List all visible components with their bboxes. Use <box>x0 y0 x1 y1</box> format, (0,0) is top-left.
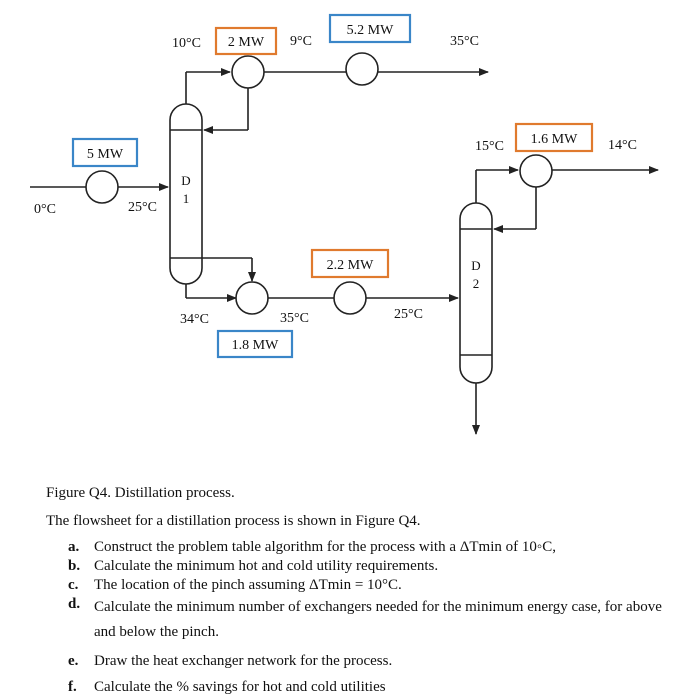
heat-exchanger-d1-condenser <box>231 55 265 89</box>
d2-overhead-stream <box>475 166 659 233</box>
intro-text: The flowsheet for a distillation process… <box>46 513 421 529</box>
duty-box-hot <box>310 248 390 279</box>
column-d1: D 1 <box>169 103 203 285</box>
question-item: d. Calculate the minimum number of excha… <box>46 595 686 645</box>
column-d1-letter: D <box>181 173 190 188</box>
heat-exchanger-d2-feed <box>333 281 367 315</box>
heat-exchanger-top-heater <box>345 52 379 86</box>
duty-box-d1-condenser: 2 MW <box>214 26 278 56</box>
duty-d2-feed: 2.2 MW <box>327 258 374 273</box>
question-text-f: Calculate the % savings for hot and cold… <box>94 679 386 695</box>
duty-d2-condenser: 1.6 MW <box>531 132 578 147</box>
duty-box-d1-reboiler: 1.8 MW <box>216 329 294 359</box>
distillation-flowsheet: D 1 D 2 <box>30 13 659 435</box>
duty-box-d2-feed: 2.2 MW <box>310 248 390 279</box>
heat-exchanger-d2-condenser <box>519 154 553 188</box>
temp-d2-top-out: 15°C <box>475 139 504 154</box>
question-label: a. <box>68 539 80 555</box>
question-label: c. <box>68 577 79 593</box>
temp-feed-in: 0°C <box>34 202 56 217</box>
duty-box-cold <box>71 137 139 168</box>
d1-bottoms-stream <box>185 257 459 302</box>
duty-box-top-heater: 5.2 MW <box>328 13 412 44</box>
question-text-a: Construct the problem table algorithm fo… <box>94 539 556 555</box>
question-text: Figure Q4. Distillation process. The flo… <box>46 483 686 697</box>
temp-after-2mw: 9°C <box>290 34 312 49</box>
duty-top-heater: 5.2 MW <box>347 23 394 38</box>
question-label: d. <box>68 596 81 612</box>
question-list: a. Construct the problem table algorithm… <box>46 538 686 697</box>
duty-box-cold <box>328 13 412 44</box>
duty-feed-preheat: 5 MW <box>87 147 124 162</box>
column-d2-number: 2 <box>473 276 480 291</box>
question-text-e: Draw the heat exchanger network for the … <box>94 653 393 669</box>
duty-box-d2-condenser: 1.6 MW <box>514 122 594 153</box>
column-d2: D 2 <box>459 202 493 384</box>
question-label: b. <box>68 558 81 574</box>
heat-exchanger-d1-reboiler <box>235 281 269 315</box>
temp-feed-to-d2: 25°C <box>394 307 423 322</box>
temp-after-1-8mw: 35°C <box>280 311 309 326</box>
question-item: a. Construct the problem table algorithm… <box>46 538 686 557</box>
duty-box-cold <box>216 329 294 359</box>
column-d2-letter: D <box>471 258 480 273</box>
question-item: c. The location of the pinch assuming ΔT… <box>46 576 686 595</box>
question-text-c: The location of the pinch assuming ΔTmin… <box>94 577 402 593</box>
duty-d1-condenser: 2 MW <box>228 35 265 50</box>
duty-box-hot <box>214 26 278 56</box>
duty-box-feed-preheat: 5 MW <box>71 137 139 168</box>
question-item: e. Draw the heat exchanger network for t… <box>46 652 686 671</box>
figure-caption: Figure Q4. Distillation process. <box>46 485 235 501</box>
duty-d1-reboiler: 1.8 MW <box>232 338 279 353</box>
question-item: b. Calculate the minimum hot and cold ut… <box>46 557 686 576</box>
question-text-d: Calculate the minimum number of exchange… <box>94 599 662 640</box>
heat-exchanger-feed-preheat <box>85 170 119 204</box>
d1-overhead-stream <box>185 68 489 134</box>
question-text-b: Calculate the minimum hot and cold utili… <box>94 558 439 574</box>
question-item: f. Calculate the % savings for hot and c… <box>46 678 686 697</box>
duty-box-hot <box>514 122 594 153</box>
question-label: e. <box>68 653 79 669</box>
temp-top-product: 35°C <box>450 34 479 49</box>
temp-feed-to-d1: 25°C <box>128 200 157 215</box>
column-d1-number: 1 <box>183 191 190 206</box>
temp-d2-top-product: 14°C <box>608 138 637 153</box>
question-label: f. <box>68 679 77 695</box>
temp-d1-bottom-out: 34°C <box>180 312 209 327</box>
temp-d1-top-out: 10°C <box>172 36 201 51</box>
